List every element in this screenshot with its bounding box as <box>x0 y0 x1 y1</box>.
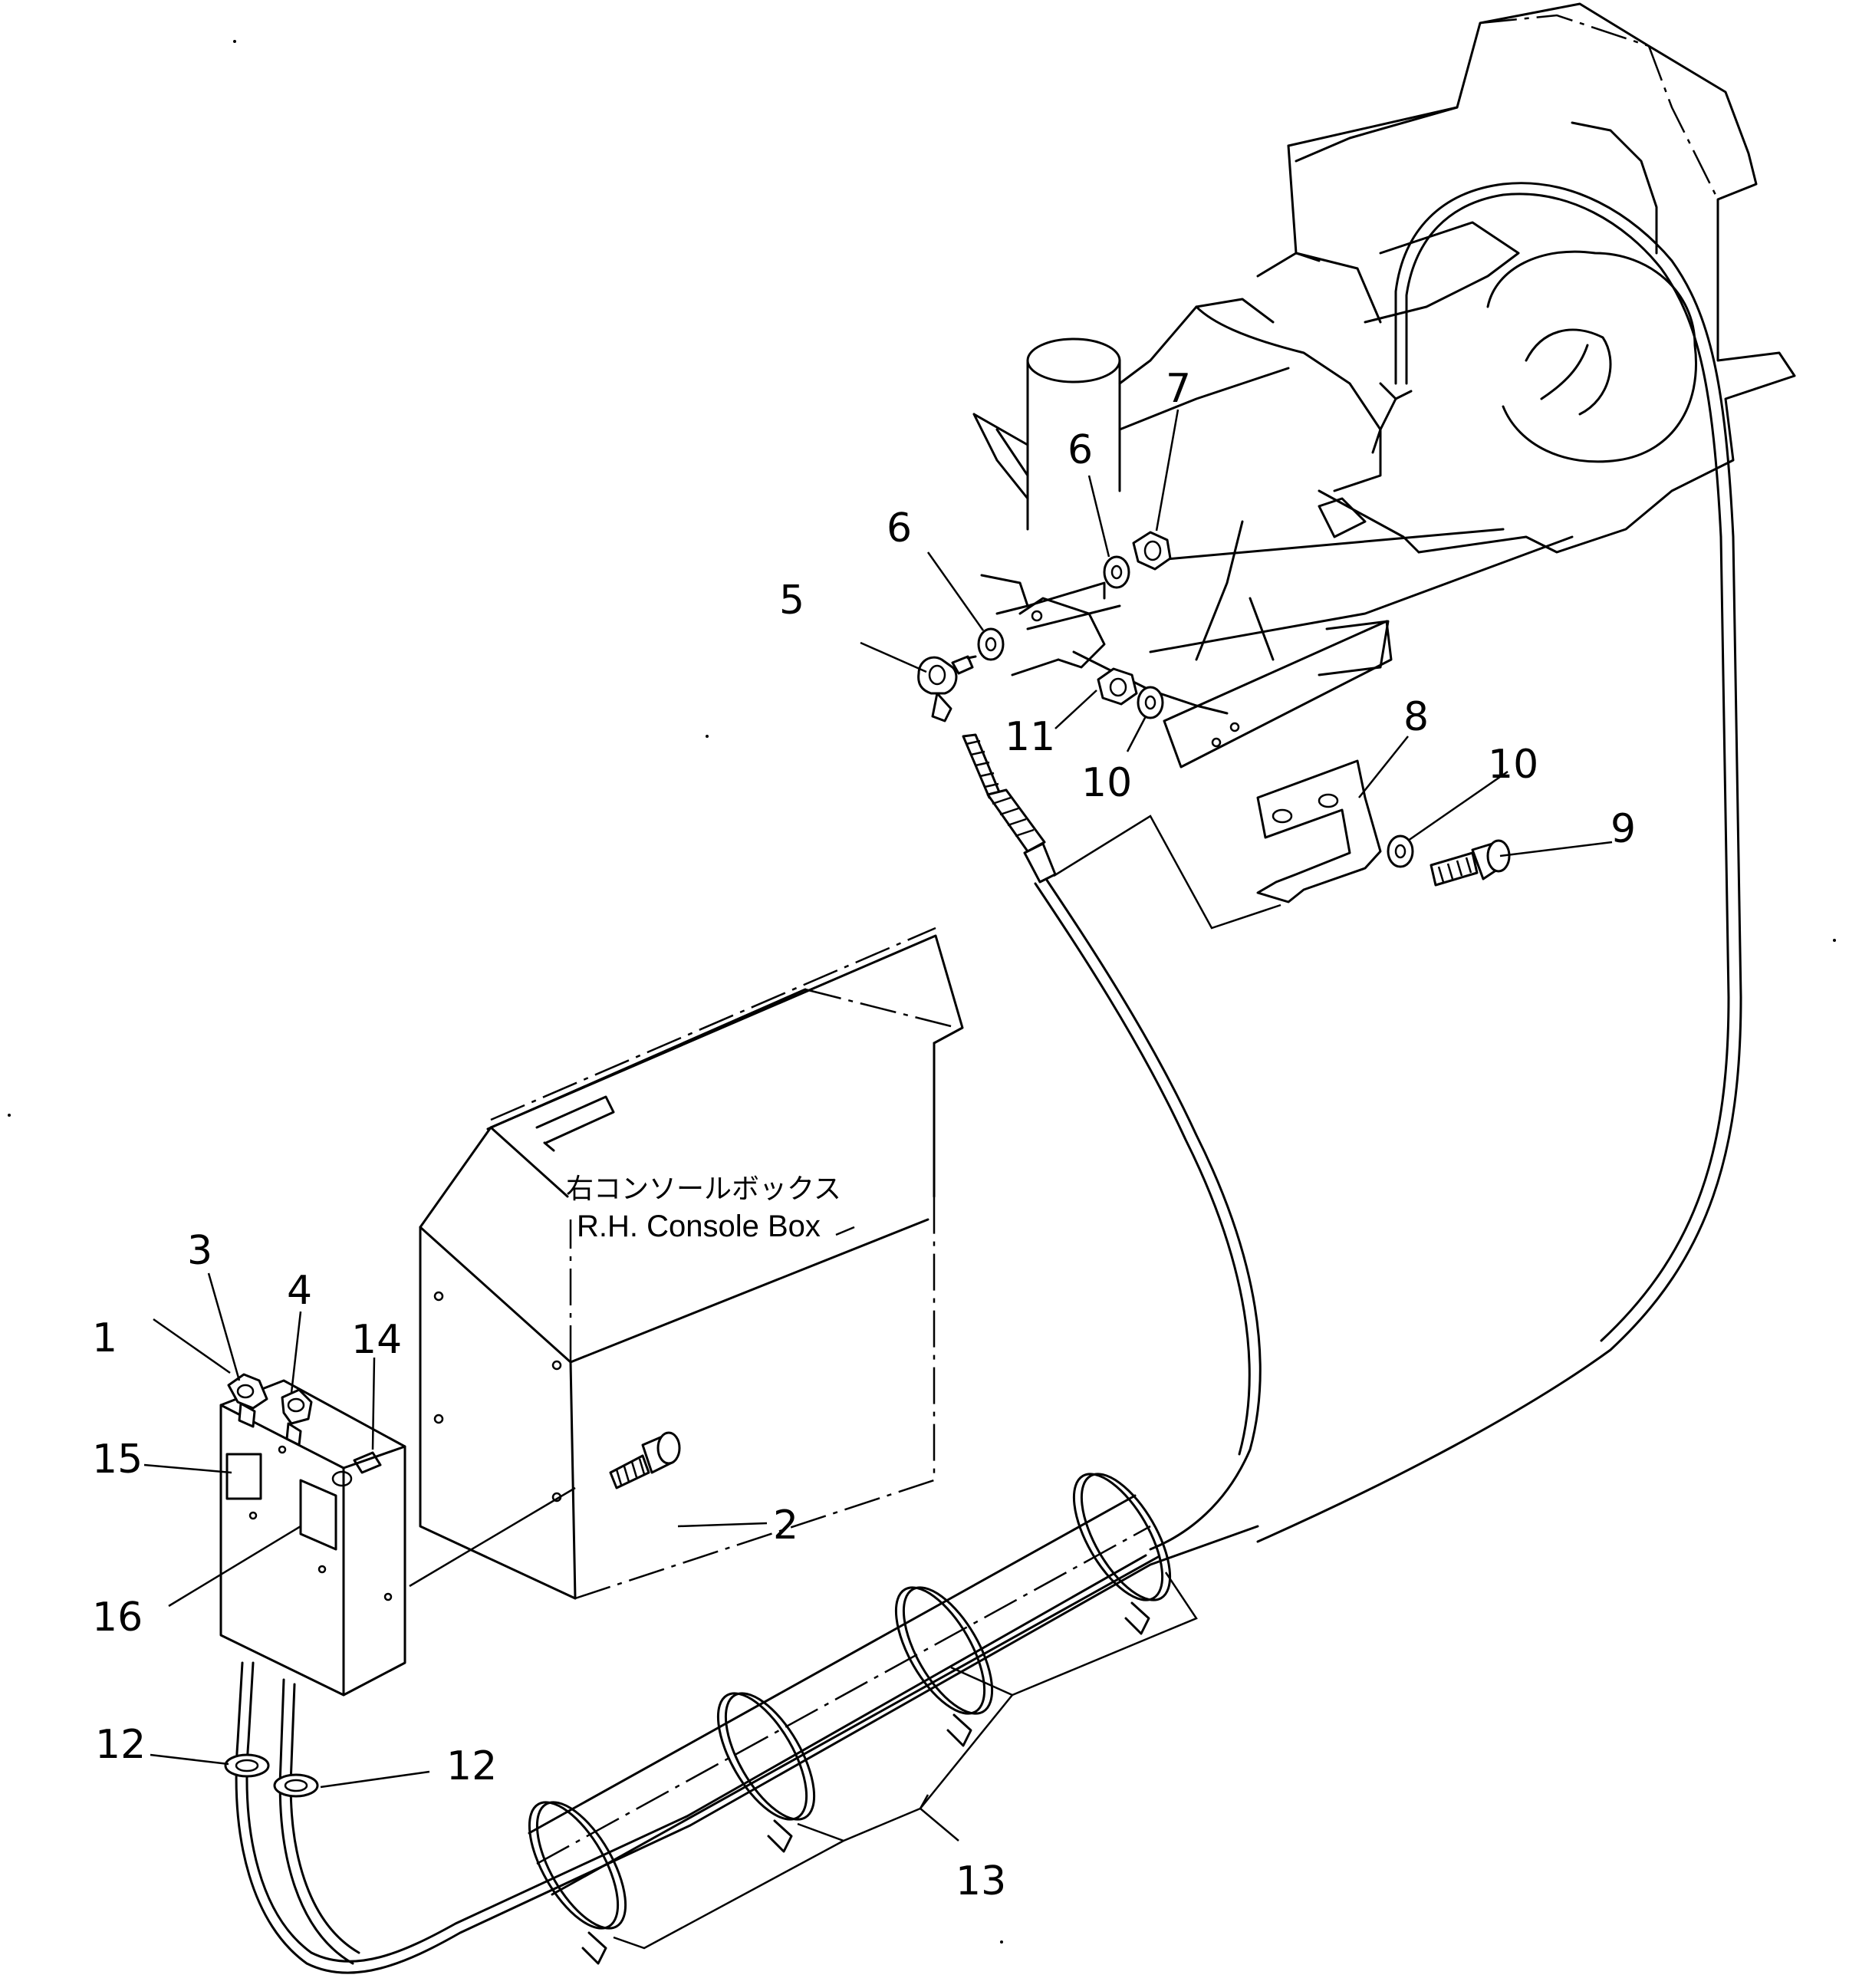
label-part-2: 2 <box>773 1503 798 1549</box>
clamp-12-right <box>273 1773 319 1798</box>
bolt-9 <box>1430 839 1511 887</box>
label-part-10b: 10 <box>1488 742 1538 788</box>
label-part-16: 16 <box>92 1595 143 1641</box>
part-number-labels: 1 2 3 4 5 6 6 7 8 9 10 10 11 12 12 13 14… <box>92 366 1636 1904</box>
scan-specks <box>8 40 1836 1944</box>
label-part-6b: 6 <box>1068 427 1093 473</box>
label-part-10a: 10 <box>1081 760 1132 806</box>
label-part-1: 1 <box>92 1315 117 1361</box>
rh-console-box <box>419 927 964 1600</box>
label-part-4: 4 <box>287 1268 312 1314</box>
washer-10-right <box>1387 834 1414 868</box>
nut-7 <box>1132 531 1172 571</box>
label-part-11: 11 <box>1005 714 1055 760</box>
label-part-5: 5 <box>779 578 804 624</box>
clamp-13-a <box>528 1801 627 1965</box>
label-part-14: 14 <box>351 1317 402 1363</box>
control-box <box>219 1373 406 1697</box>
cable-end-threads <box>962 733 1057 884</box>
label-part-12a: 12 <box>95 1722 146 1768</box>
label-part-3: 3 <box>187 1228 212 1274</box>
label-part-8: 8 <box>1403 694 1429 740</box>
label-part-15: 15 <box>92 1437 143 1483</box>
washer-10-left <box>1137 686 1164 719</box>
clamp-13-b <box>716 1692 816 1853</box>
label-part-13: 13 <box>956 1858 1006 1904</box>
console-box-label-jp: 右コンソールボックス <box>566 1173 841 1205</box>
leader-lines <box>143 409 1613 1950</box>
bolt-2 <box>609 1431 681 1489</box>
clamp-13-d <box>1072 1473 1172 1635</box>
throttle-cable <box>1034 877 1262 1551</box>
console-box-label-en: R.H. Console Box <box>577 1210 821 1243</box>
label-part-12b: 12 <box>446 1743 497 1789</box>
label-part-6a: 6 <box>887 505 912 551</box>
nut-11 <box>1097 667 1138 706</box>
washer-6-upper <box>1103 555 1130 589</box>
bracket-8 <box>1163 620 1393 903</box>
label-part-7: 7 <box>1166 366 1191 412</box>
cable-bundle <box>235 1494 1259 1974</box>
governor-lever <box>980 574 1106 676</box>
washer-6-lower <box>977 627 1005 661</box>
label-part-9: 9 <box>1610 806 1636 852</box>
clamp-13-c <box>894 1586 994 1747</box>
ball-joint-5 <box>917 655 977 722</box>
clamp-12-left <box>224 1753 270 1778</box>
